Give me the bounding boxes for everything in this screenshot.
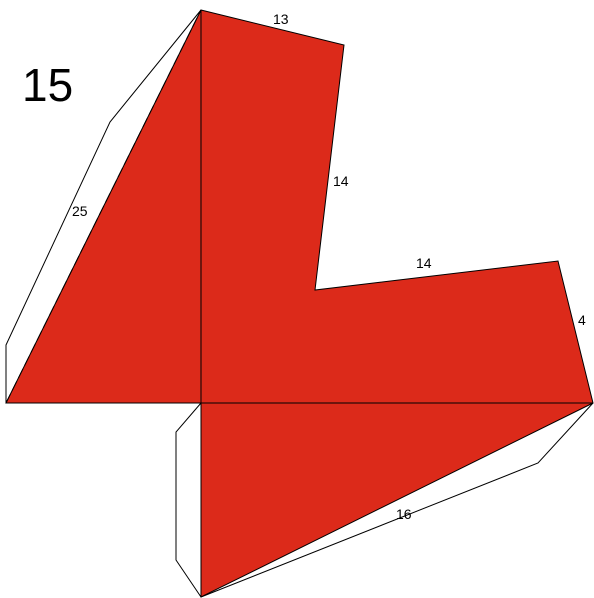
figure-number: 15 [22,59,73,111]
edge-label-right-short: 4 [578,312,586,328]
bottom-left-side-face-outline [175,402,202,598]
bottom-triangle-face [200,402,594,598]
edge-label-upper-right: 14 [333,173,349,189]
left-side-face-outline [5,9,202,403]
l-shaped-face [200,9,594,404]
edge-label-left-diagonal: 25 [72,203,88,219]
bottom-right-side-face-outline [200,402,594,598]
edge-label-inner-horizontal: 14 [416,255,432,271]
edge-label-top: 13 [273,11,289,27]
left-fold-dashed-line [5,9,202,404]
edge-label-bottom-diagonal: 16 [396,506,412,522]
